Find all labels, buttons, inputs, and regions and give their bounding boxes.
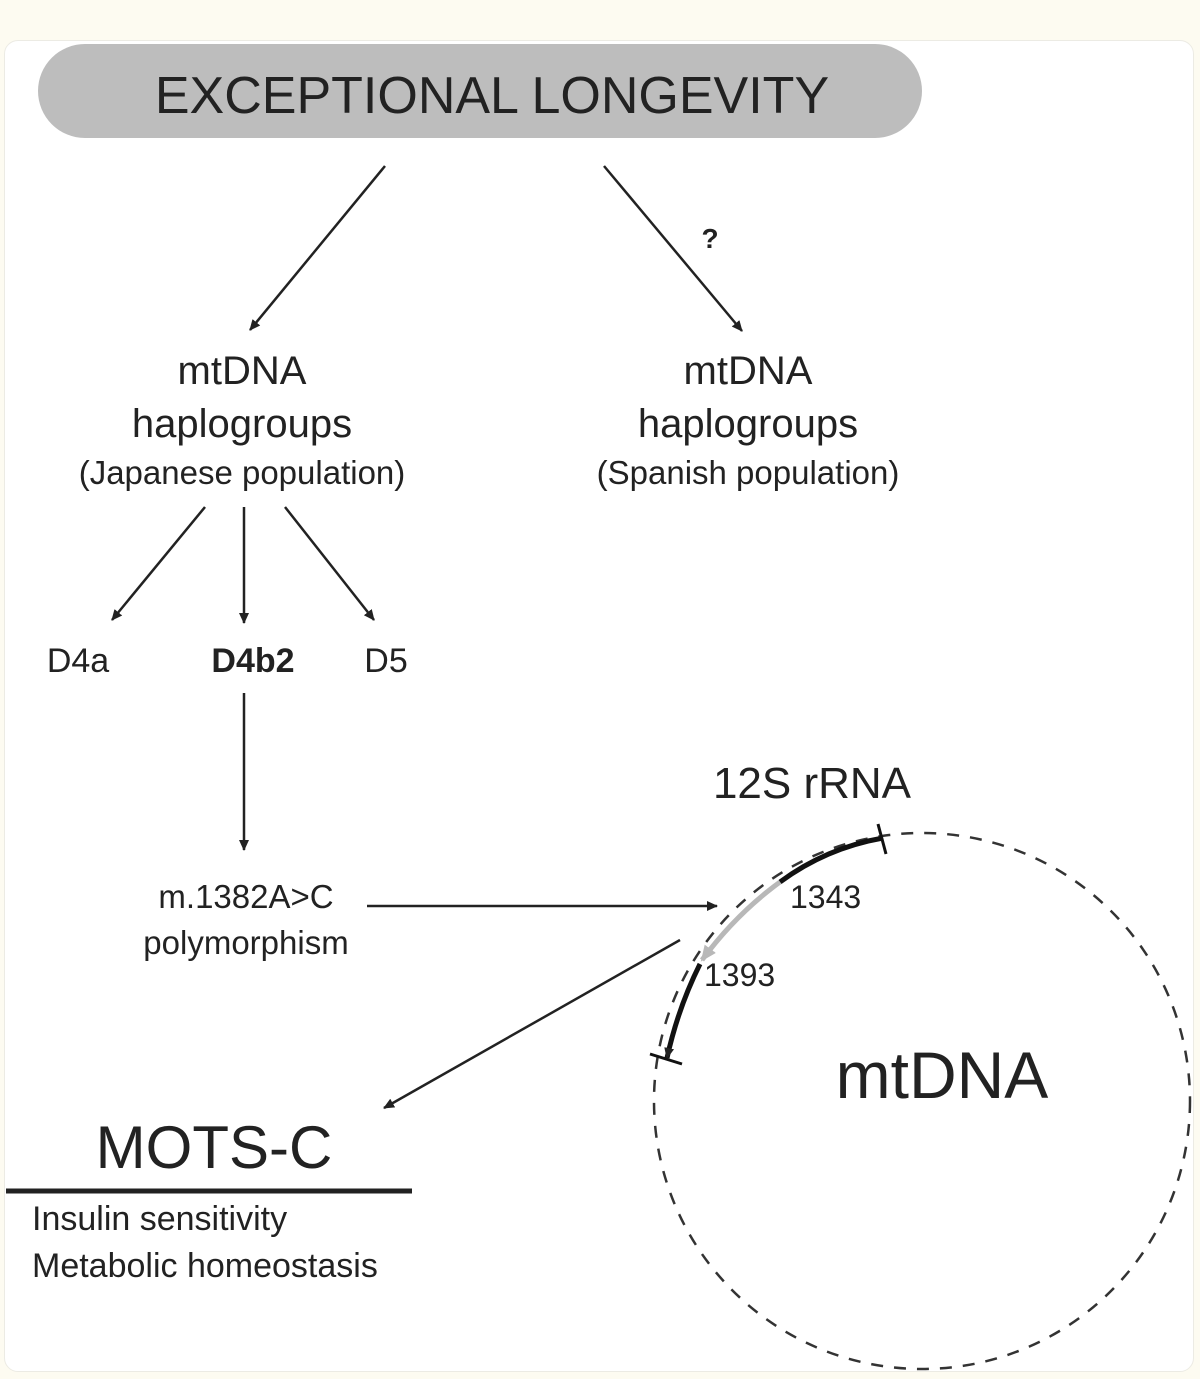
polymorphism-node: m.1382A>C polymorphism [143, 878, 348, 961]
question-mark: ? [701, 223, 718, 254]
mots-c-effect-1: Insulin sensitivity [32, 1200, 287, 1238]
position-start-label: 1343 [790, 879, 861, 915]
subgroup-d4a: D4a [47, 642, 109, 680]
rrna-label: 12S rRNA [713, 759, 912, 808]
japanese-line-2: haplogroups [132, 402, 352, 446]
position-end-label: 1393 [704, 957, 775, 993]
page-title: EXCEPTIONAL LONGEVITY [155, 67, 829, 125]
rrna-arc-lower [664, 962, 703, 1059]
subgroup-d5: D5 [364, 642, 407, 680]
subgroup-d4b2: D4b2 [211, 642, 294, 680]
japanese-line-1: mtDNA [178, 349, 307, 393]
arrow-to-mots-c [383, 938, 681, 1110]
japanese-line-3: (Japanese population) [79, 454, 406, 491]
spanish-line-3: (Spanish population) [597, 454, 900, 491]
rrna-tick-end [649, 1052, 683, 1066]
mtdna-circle [652, 831, 1192, 1371]
mots-region-arc [699, 879, 782, 962]
figure-card [4, 40, 1194, 1372]
arrow-to-spanish [603, 165, 743, 332]
rrna-tick-start [876, 823, 888, 855]
spanish-haplogroups-node: mtDNA haplogroups (Spanish population) [597, 349, 900, 491]
mots-c-title: MOTS-C [96, 1114, 333, 1181]
mtdna-label: mtDNA [836, 1038, 1049, 1112]
arrow-to-japanese [249, 165, 386, 331]
polymorphism-line-2: polymorphism [143, 924, 348, 961]
arrow-to-d4a [111, 506, 206, 621]
mots-c-node: MOTS-C Insulin sensitivity Metabolic hom… [6, 1114, 412, 1285]
japanese-haplogroups-node: mtDNA haplogroups (Japanese population) [79, 349, 406, 491]
title-pill [38, 44, 922, 138]
rrna-arc-upper [778, 835, 884, 885]
arrow-to-d5 [284, 506, 375, 621]
spanish-line-2: haplogroups [638, 402, 858, 446]
mots-c-effect-2: Metabolic homeostasis [32, 1247, 378, 1285]
spanish-line-1: mtDNA [684, 349, 813, 393]
polymorphism-line-1: m.1382A>C [158, 878, 333, 915]
